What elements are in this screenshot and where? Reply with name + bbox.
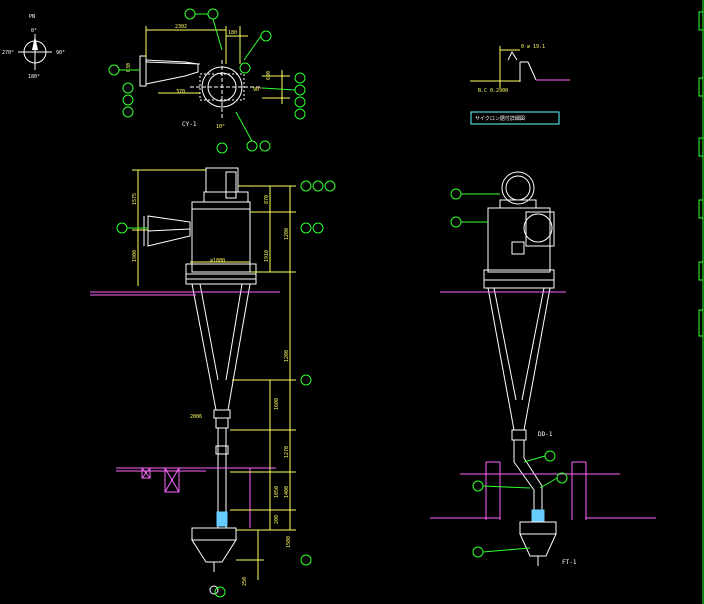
compass-pn: PN <box>29 14 35 20</box>
front-dim-m8: 250 <box>242 577 248 586</box>
compass-180: 180° <box>28 74 40 80</box>
top-dim-6: 90° <box>253 87 262 93</box>
front-dim-r3: 1910 <box>264 250 270 262</box>
front-dim-r2: 1200 <box>284 228 290 240</box>
drawing-frame <box>698 0 704 604</box>
front-dim-m1: 1200 <box>284 350 290 362</box>
front-dim-m5: 1400 <box>284 486 290 498</box>
front-dim-text: 1575 1900 870 1200 1910 1200 1600 1270 1… <box>132 193 292 586</box>
front-dim-m3: 1270 <box>284 446 290 458</box>
front-note-small: 2006 <box>190 414 202 420</box>
top-view: 2302 180 630 370 680 90° 10° CY-1 <box>108 8 306 152</box>
side-floor <box>430 291 656 520</box>
top-callouts <box>108 8 306 152</box>
front-view <box>143 167 257 595</box>
compass-90: 90° <box>56 50 65 56</box>
compass-0: 0° <box>31 28 37 34</box>
front-dim-r1: 870 <box>264 195 270 204</box>
detail-title: サイクロン据付詳細図 <box>475 115 525 122</box>
front-dim-m4: 1050 <box>274 486 280 498</box>
front-callouts <box>116 142 336 598</box>
install-detail: 0 ∅ 19.1 B.C 0.2900 サイクロン据付詳細図 <box>470 44 570 125</box>
side-label-dd: DD-1 <box>538 431 553 438</box>
top-dim-7: 10° <box>216 124 225 130</box>
front-dim-l1: 1575 <box>132 193 138 205</box>
side-callouts <box>450 188 568 558</box>
top-view-label: CY-1 <box>182 121 197 128</box>
compass-rose: PN 0° 90° 180° 270° <box>2 14 65 80</box>
detail-level: B.C 0.2900 <box>478 88 508 94</box>
front-floor <box>90 291 280 528</box>
front-dim-l2: 1900 <box>132 250 138 262</box>
top-dim-5: 680 <box>266 71 272 80</box>
front-dims <box>132 169 296 580</box>
detail-dim: 0 ∅ 19.1 <box>521 44 545 50</box>
front-dim-m2: 1600 <box>274 398 280 410</box>
side-label-ft: FT-1 <box>562 559 577 566</box>
top-dim-4: 370 <box>176 89 185 95</box>
front-note-dia: ∅1800 <box>210 258 225 264</box>
front-dim-m7: 200 <box>274 515 280 524</box>
side-view <box>483 171 557 566</box>
top-dim-3: 630 <box>126 63 132 72</box>
top-dim-2: 180 <box>228 30 237 36</box>
front-dim-m6: 1500 <box>286 536 292 548</box>
compass-270: 270° <box>2 50 14 56</box>
top-dim-1: 2302 <box>175 24 187 30</box>
